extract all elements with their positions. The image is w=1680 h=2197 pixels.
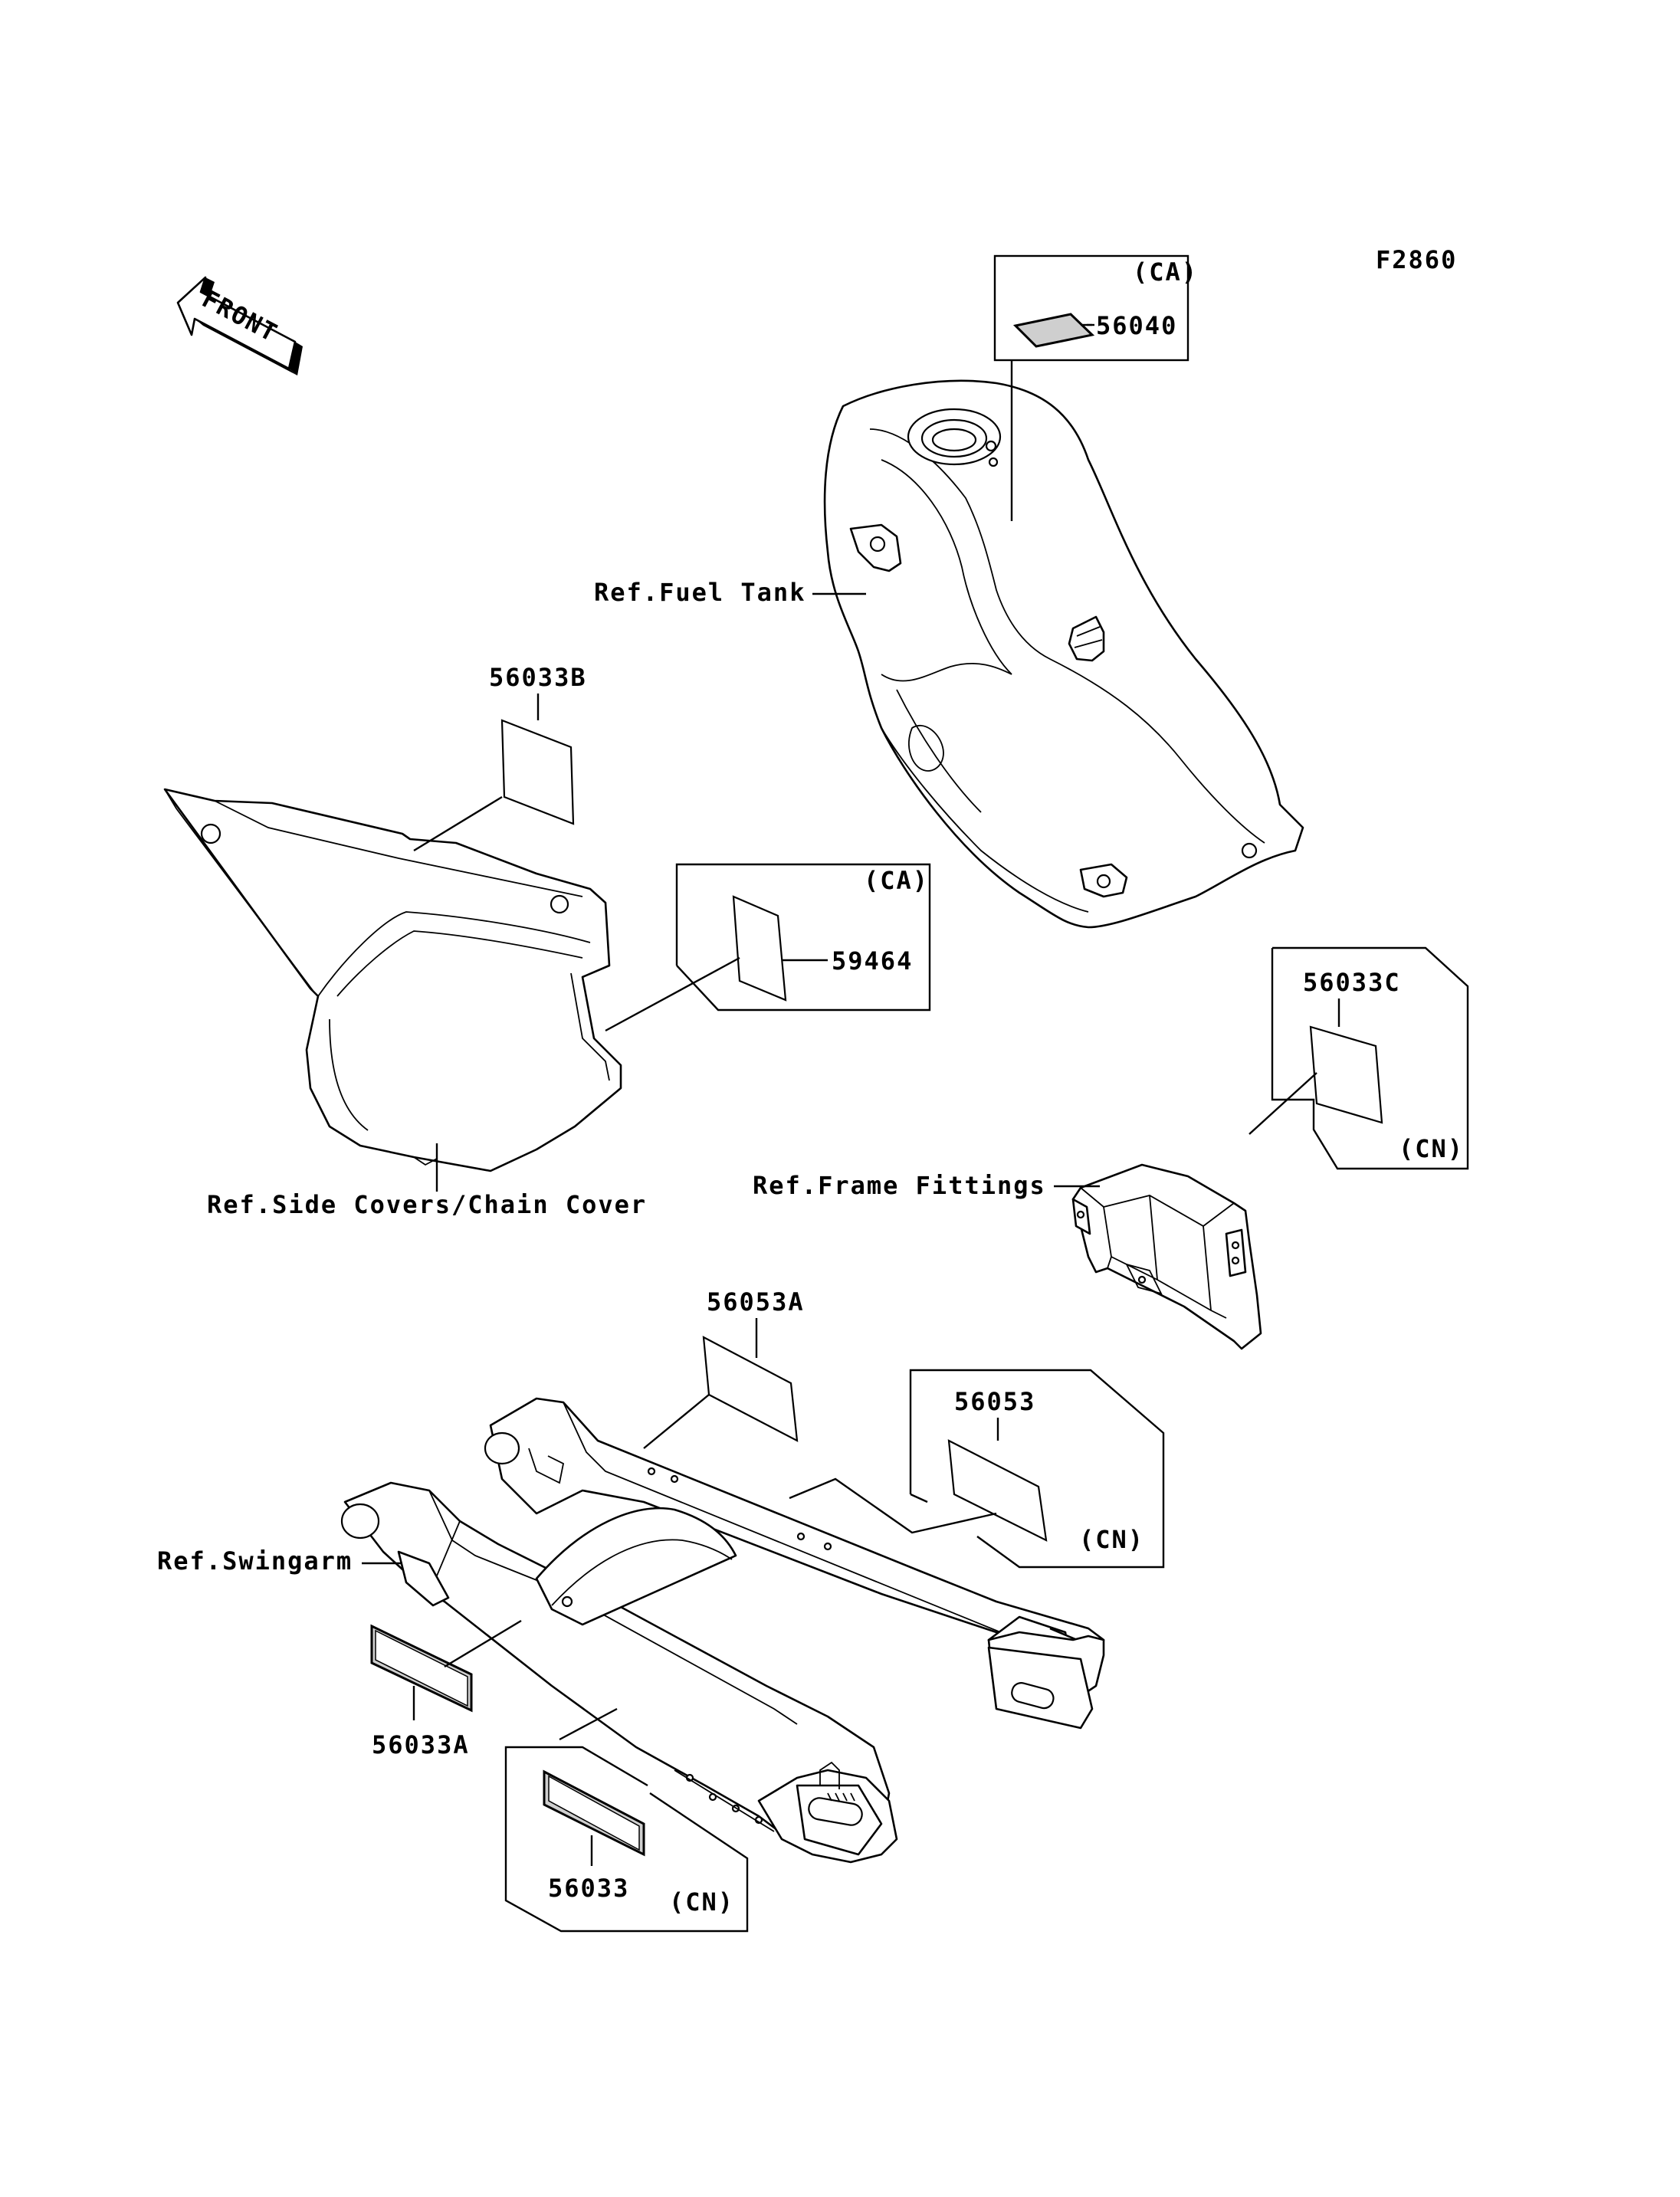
callout-56033a: 56033A [370,1619,522,1759]
part-number-56033b: 56033B [489,663,587,692]
ref-frame-fittings: Ref.Frame Fittings [753,1171,1046,1200]
part-number-56040: 56040 [1096,311,1177,340]
callout-56053a: 56053A [643,1287,805,1449]
callout-59464: (CA) 59464 [605,863,931,1032]
region-tag-ca: (CA) [1133,257,1198,287]
side-cover-drawing [163,788,622,1172]
fuel-tank-drawing [823,379,1304,929]
callout-56033: 56033 (CN) [504,1707,749,1933]
part-number-59464: 59464 [832,946,913,976]
part-number-56053a: 56053A [707,1287,805,1317]
ref-fuel-tank: Ref.Fuel Tank [594,578,806,607]
part-number-56033: 56033 [548,1874,629,1903]
region-tag-cn-3: (CN) [669,1887,734,1917]
callout-56033b: 56033B [413,663,587,852]
frame-fitting-drawing [1071,1163,1262,1350]
region-tag-cn-2: (CN) [1079,1525,1144,1554]
swingarm-drawing [340,1397,1105,1864]
ref-side-covers: Ref.Side Covers/Chain Cover [207,1190,647,1219]
callout-56040: (CA) 56040 [993,254,1198,521]
part-number-56033a: 56033A [372,1730,470,1759]
ref-swingarm: Ref.Swingarm [157,1546,353,1576]
front-arrow-icon: FRONT [176,276,303,375]
callout-56033c: 56033C (CN) [1249,946,1469,1170]
region-tag-cn: (CN) [1399,1134,1464,1163]
callout-56053: 56053 (CN) [789,1369,1165,1569]
part-number-56053: 56053 [954,1387,1035,1416]
figure-code: F2860 [1376,245,1457,274]
part-number-56033c: 56033C [1303,968,1401,997]
region-tag-ca-2: (CA) [864,866,929,895]
